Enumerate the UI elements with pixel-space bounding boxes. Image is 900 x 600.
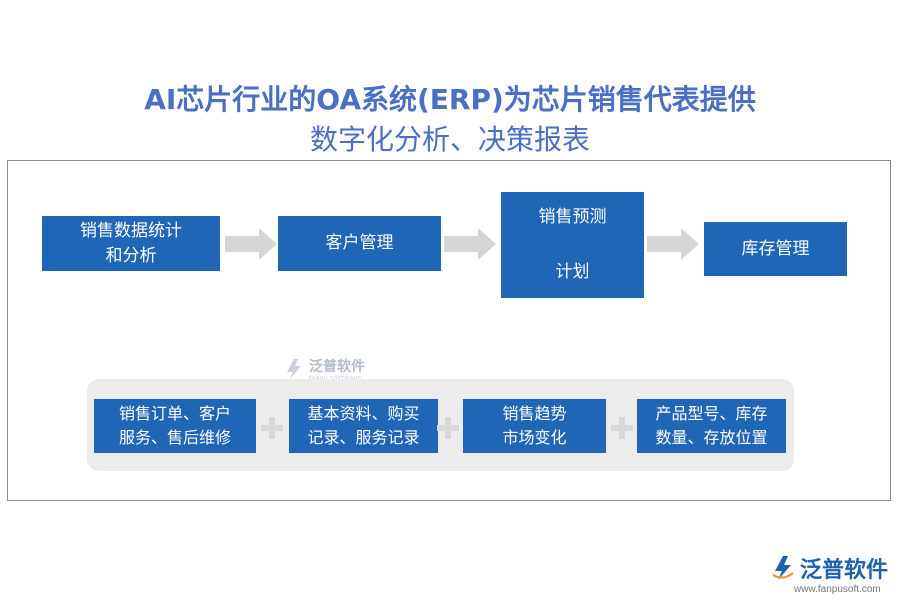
diagram-title: AI芯片行业的OA系统(ERP)为芯片销售代表提供 数字化分析、决策报表 [0, 80, 900, 160]
detail-card-product-inventory: 产品型号、库存 数量、存放位置 [637, 399, 786, 453]
plus-icon [437, 417, 459, 439]
plus-icon [261, 417, 283, 439]
brand-url: www.fanpusoft.com [794, 584, 881, 595]
detail-card-text: 销售订单、客户 [118, 404, 231, 423]
flow-step-label: 和分析 [105, 245, 157, 266]
detail-card-text: 基本资料、购买 [307, 404, 420, 423]
detail-card-text: 销售趋势 [502, 404, 567, 423]
brand-logo: 泛普软件 [770, 552, 888, 584]
detail-card-sales-trend: 销售趋势 市场变化 [463, 399, 606, 453]
detail-card-sales-orders: 销售订单、客户 服务、售后维修 [94, 399, 256, 453]
detail-card-text: 产品型号、库存 [655, 404, 768, 423]
title-line-2: 数字化分析、决策报表 [309, 123, 590, 156]
detail-card-text: 记录、服务记录 [307, 428, 420, 447]
flow-step-label: 计划 [555, 262, 590, 282]
flow-step-inventory-management: 库存管理 [704, 222, 847, 276]
detail-card-text: 市场变化 [502, 428, 567, 447]
flow-step-label: 库存管理 [741, 238, 810, 259]
fanpu-logo-icon [287, 359, 301, 379]
watermark-name: 泛普软件 [309, 359, 365, 375]
arrow-right-icon [444, 228, 496, 260]
brand-name: 泛普软件 [800, 558, 889, 583]
arrow-right-icon [647, 228, 699, 260]
fanpu-logo-icon [772, 556, 794, 580]
flow-step-customer-management: 客户管理 [278, 216, 441, 271]
flow-step-label: 销售数据统计 [80, 220, 182, 241]
detail-card-basic-info: 基本资料、购买 记录、服务记录 [289, 399, 438, 453]
flow-step-label: 客户管理 [325, 233, 394, 253]
arrow-right-icon [225, 228, 277, 260]
plus-icon [611, 417, 633, 439]
title-line-1: AI芯片行业的OA系统(ERP)为芯片销售代表提供 [144, 83, 756, 116]
flow-step-sales-forecast: 销售预测 计划 [501, 192, 644, 298]
diagram-frame [7, 160, 891, 501]
detail-card-text: 数量、存放位置 [655, 428, 768, 447]
flow-step-sales-stats: 销售数据统计 和分析 [42, 216, 220, 271]
detail-card-text: 服务、售后维修 [118, 428, 231, 447]
flow-step-label: 销售预测 [538, 207, 607, 227]
